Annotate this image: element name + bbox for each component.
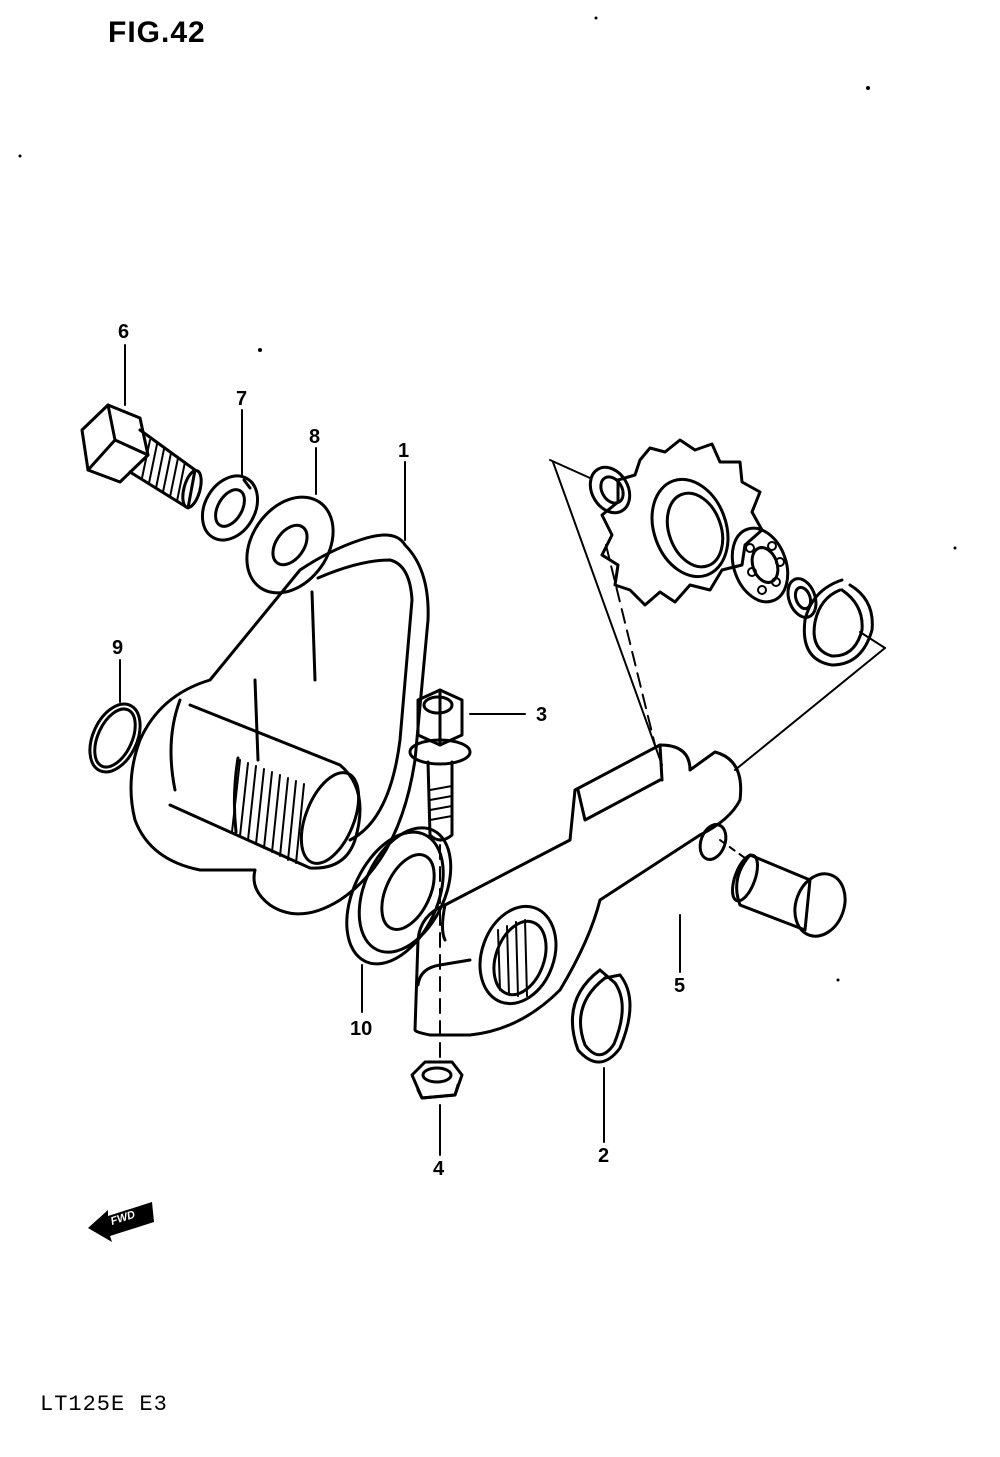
callout-3: 3 [536,704,547,726]
callout-2: 2 [598,1145,609,1167]
lock-washer-part [200,474,260,542]
model-code: LT125E E3 [40,1392,168,1417]
callout-7: 7 [236,388,247,410]
tensioner-sprocket-assembly [588,438,874,667]
callout-5: 5 [674,975,685,997]
figure-title: FIG.42 [108,16,206,49]
circlip-part [570,968,632,1064]
leader-lines [119,344,886,1156]
hex-bolt-part [80,403,203,510]
o-ring-part [88,702,142,774]
flat-washer-part [245,495,335,595]
flange-bolt-part [408,688,472,842]
callout-9: 9 [112,637,123,659]
callout-6: 6 [118,321,129,343]
callout-4: 4 [433,1158,445,1180]
callout-1: 1 [398,440,409,462]
pivot-pin-part [731,853,847,938]
callout-8: 8 [309,426,320,448]
tensioner-arm-part [413,743,743,1037]
scan-specks [18,16,957,982]
flange-nut-part [410,1060,464,1100]
tensioner-bracket-part [129,533,430,916]
forward-direction-arrow: FWD [88,1202,154,1242]
callout-10: 10 [350,1018,372,1040]
